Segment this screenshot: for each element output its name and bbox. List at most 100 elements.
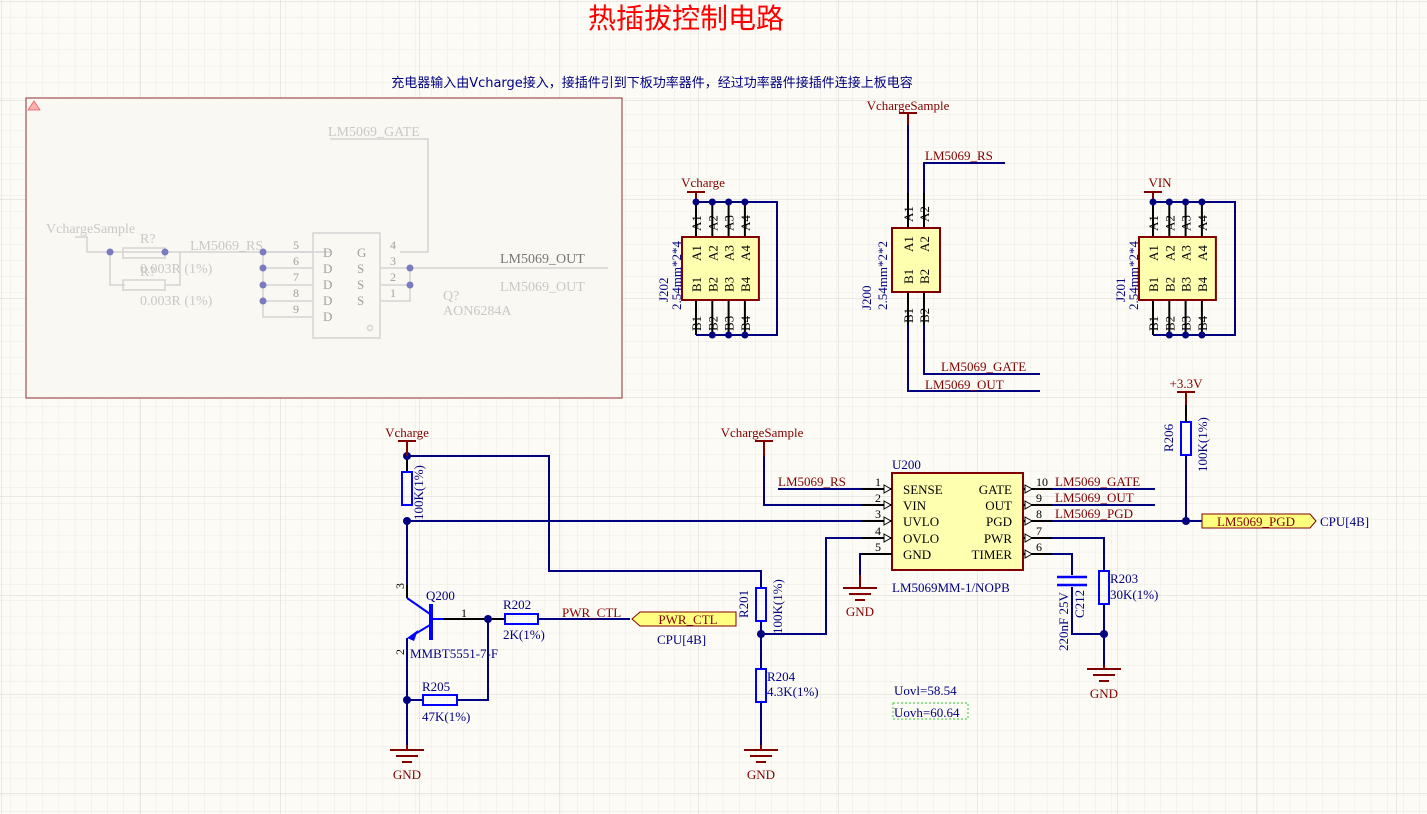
q200-pin-emitter: 2 (393, 649, 407, 655)
r202-value: 2K(1%) (503, 627, 545, 642)
connector-body-label: A4 (1195, 245, 1210, 261)
r203-body (1098, 570, 1110, 605)
ic-pin-number: 1 (875, 475, 881, 489)
connector-pin-label: B4 (738, 315, 753, 331)
pgd-port-label: LM5069_PGD (1217, 514, 1295, 529)
connector-bus-wire (1153, 201, 1236, 336)
connector-j201[interactable]: A1B1B1A1A2B2B2A2A3B3B3A3A4B4B4A4B1A1B2A2… (1113, 175, 1236, 339)
wire (923, 325, 1040, 375)
warning-icon (27, 100, 41, 111)
ic-pin-input-arrow (883, 516, 893, 526)
disabled-q-pin-num: 6 (293, 254, 299, 268)
disabled-q-pin-num: 1 (390, 286, 396, 300)
pwr-ctl-ref: CPU[4B] (657, 632, 706, 647)
gnd-label-u200: GND (846, 604, 874, 619)
connector-pin-label: A2 (705, 215, 720, 231)
pwr-ctl-net-label: PWR_CTL (562, 605, 621, 620)
disabled-q-pin-label: D (323, 261, 332, 276)
connector-j200[interactable]: VchargeSampleLM5069_RSLM5069_GATELM5069_… (859, 98, 1040, 392)
pgd-port[interactable]: LM5069_PGD (1201, 513, 1317, 529)
disabled-q-pin-label: D (323, 277, 332, 292)
ic-pin-name: TIMER (972, 547, 1013, 562)
junction (1149, 198, 1157, 206)
ic-pin-name: UVLO (903, 514, 939, 529)
connector-pin-label: A2 (1162, 215, 1177, 231)
c212-designator: C212 (1072, 590, 1087, 618)
u200-designator: U200 (892, 457, 921, 472)
ic-pin-name: PGD (986, 514, 1012, 529)
disabled-net-rs: LM5069_RS (190, 239, 263, 254)
disabled-q-pin-num: 3 (390, 254, 396, 268)
power-port-symbols (390, 391, 1195, 763)
pwr-ctl-port[interactable]: PWR_CTL (631, 611, 737, 627)
junction (741, 198, 749, 206)
disabled-q-part: AON6284A (443, 304, 512, 319)
sheet-title: 热插拔控制电路 (588, 2, 784, 35)
junction (692, 198, 700, 206)
disabled-net-vchargesample: VchargeSample (46, 222, 135, 237)
connector-body-label: B2 (917, 269, 932, 284)
connector-body-label: B4 (1195, 276, 1210, 292)
r205-value: 47K(1%) (422, 709, 470, 724)
connector-designator: J200 (859, 285, 874, 310)
connector-body-label: A1 (901, 236, 916, 252)
ic-pin-number: 3 (875, 507, 881, 521)
c212-value: 220nF 25V (1056, 592, 1071, 651)
vchargesample-port-label: VchargeSample (721, 425, 804, 440)
u200-body[interactable] (891, 472, 1024, 571)
connector-net-label: VchargeSample (867, 98, 950, 113)
connector-body-label: A3 (1179, 245, 1194, 261)
junction (1182, 198, 1190, 206)
connector-body (681, 236, 760, 301)
disabled-q-pin-label: S (357, 261, 364, 276)
ic-pin-number: 8 (1036, 507, 1042, 521)
r206-designator: R206 (1161, 423, 1176, 452)
disabled-q-pin-label: G (357, 245, 366, 260)
ic-pin-input-arrow (883, 533, 893, 543)
junction (725, 198, 733, 206)
connector-comment: 2.54mm*2*2 (875, 241, 890, 310)
connector-j202[interactable]: A1B1B1A1A2B2B2A2A3B3B3A3A4B4B4A4B1A1B2A2… (656, 175, 778, 339)
q200-symbol (406, 597, 443, 652)
junction (1198, 331, 1206, 339)
r202-body (504, 613, 539, 625)
gnd-label-q200: GND (393, 767, 421, 782)
disabled-q-pin-label: D (323, 309, 332, 324)
c212-symbol (1057, 575, 1087, 587)
disabled-r2-value: 0.003R (1%) (140, 294, 213, 309)
q200-part: MMBT5551-7-F (410, 646, 498, 661)
ic-pin-input-arrow (883, 484, 893, 494)
wires (406, 442, 1202, 745)
connector-pin-label: B1 (1146, 316, 1161, 331)
connector-pin-label: B1 (901, 308, 916, 323)
connector-net-label: Vcharge (681, 175, 725, 190)
r200-body (401, 471, 413, 506)
connector-body-label: B4 (738, 276, 753, 292)
net-label-pgd: LM5069_PGD (1055, 506, 1133, 521)
r206-value: 100K(1%) (1195, 417, 1210, 472)
connector-body-label: A2 (705, 245, 720, 261)
connector-body (891, 227, 941, 293)
disabled-q-pin-num: 9 (293, 302, 299, 316)
disabled-compile-mask[interactable]: VchargeSample LM5069_GATE LM5069_RS R? 0… (25, 97, 623, 399)
disabled-net-out: LM5069_OUT (500, 252, 585, 267)
junction (708, 331, 716, 339)
uovh-selection-box[interactable] (892, 702, 969, 720)
junction (725, 331, 733, 339)
disabled-q-pin-num: 4 (390, 238, 396, 252)
q200-designator: Q200 (426, 588, 455, 603)
ic-pin-arrow (1024, 516, 1034, 526)
connector-pin-label: B2 (1162, 316, 1177, 331)
disabled-net-gate: LM5069_GATE (328, 125, 420, 140)
wire (907, 325, 1040, 392)
uovh-note: Uovh=60.64 (894, 705, 960, 720)
connector-pin-label: B2 (705, 316, 720, 331)
ic-pin-number: 2 (875, 491, 881, 505)
vcharge-port-label: Vcharge (385, 425, 429, 440)
connector-comment: 2.54mm*2*4 (1126, 241, 1141, 310)
disabled-wires (75, 138, 608, 339)
ic-pin-name: GND (903, 547, 931, 562)
r200-value: 100K(1%) (411, 465, 426, 520)
